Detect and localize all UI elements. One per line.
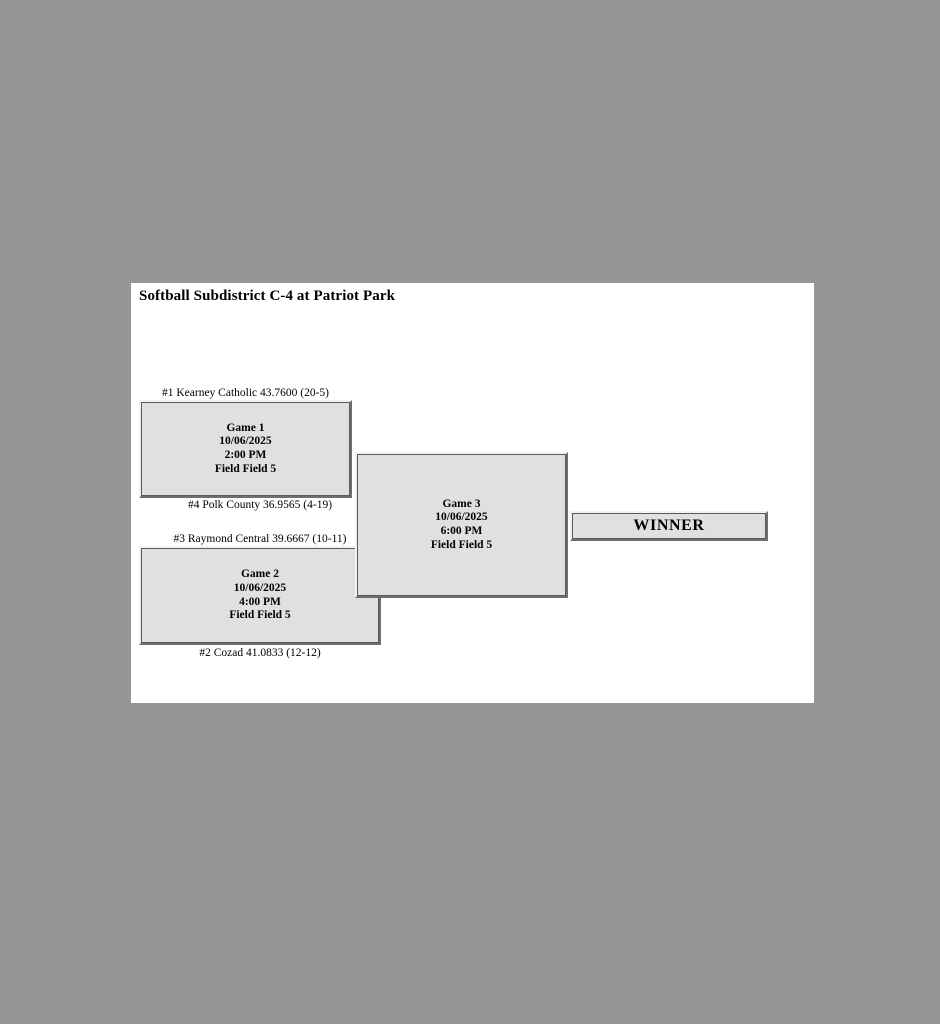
game-box-game1[interactable]: Game 1 10/06/2025 2:00 PM Field Field 5 — [139, 400, 352, 498]
page-title: Softball Subdistrict C-4 at Patriot Park — [139, 288, 396, 304]
winner-label: WINNER — [633, 517, 705, 534]
game2-name: Game 2 — [240, 568, 279, 581]
game2-field: Field Field 5 — [229, 609, 291, 622]
game3-time: 6:00 PM — [440, 525, 483, 537]
winner-box[interactable]: WINNER — [570, 511, 768, 541]
game3-name: Game 3 — [442, 497, 481, 510]
game2-details: Game 2 10/06/2025 4:00 PM Field Field 5 — [229, 568, 290, 622]
game3-date: 10/06/2025 — [435, 511, 488, 524]
game1-field: Field Field 5 — [214, 462, 277, 475]
game1-name: Game 1 — [226, 421, 265, 434]
game3-field: Field Field 5 — [430, 538, 493, 551]
seed-label-game2-bottom: #2 Cozad 41.0833 (12-12) — [199, 647, 321, 659]
game2-time: 4:00 PM — [239, 595, 281, 608]
game-box-game3[interactable]: Game 3 10/06/2025 6:00 PM Field Field 5 — [355, 452, 568, 598]
game1-details: Game 1 10/06/2025 2:00 PM Field Field 5 — [215, 422, 276, 476]
game2-date: 10/06/2025 — [233, 581, 287, 594]
game1-date: 10/06/2025 — [219, 435, 272, 448]
game-box-game2[interactable]: Game 2 10/06/2025 4:00 PM Field Field 5 — [139, 546, 381, 645]
game3-details: Game 3 10/06/2025 6:00 PM Field Field 5 — [431, 498, 492, 552]
bracket-page: Softball Subdistrict C-4 at Patriot Park… — [131, 283, 814, 703]
seed-label-game2-top: #3 Raymond Central 39.6667 (10-11) — [173, 533, 347, 545]
seed-label-game1-top: #1 Kearney Catholic 43.7600 (20-5) — [161, 387, 330, 399]
seed-label-game1-bottom: #4 Polk County 36.9565 (4-19) — [187, 499, 333, 511]
game1-time: 2:00 PM — [224, 449, 267, 461]
